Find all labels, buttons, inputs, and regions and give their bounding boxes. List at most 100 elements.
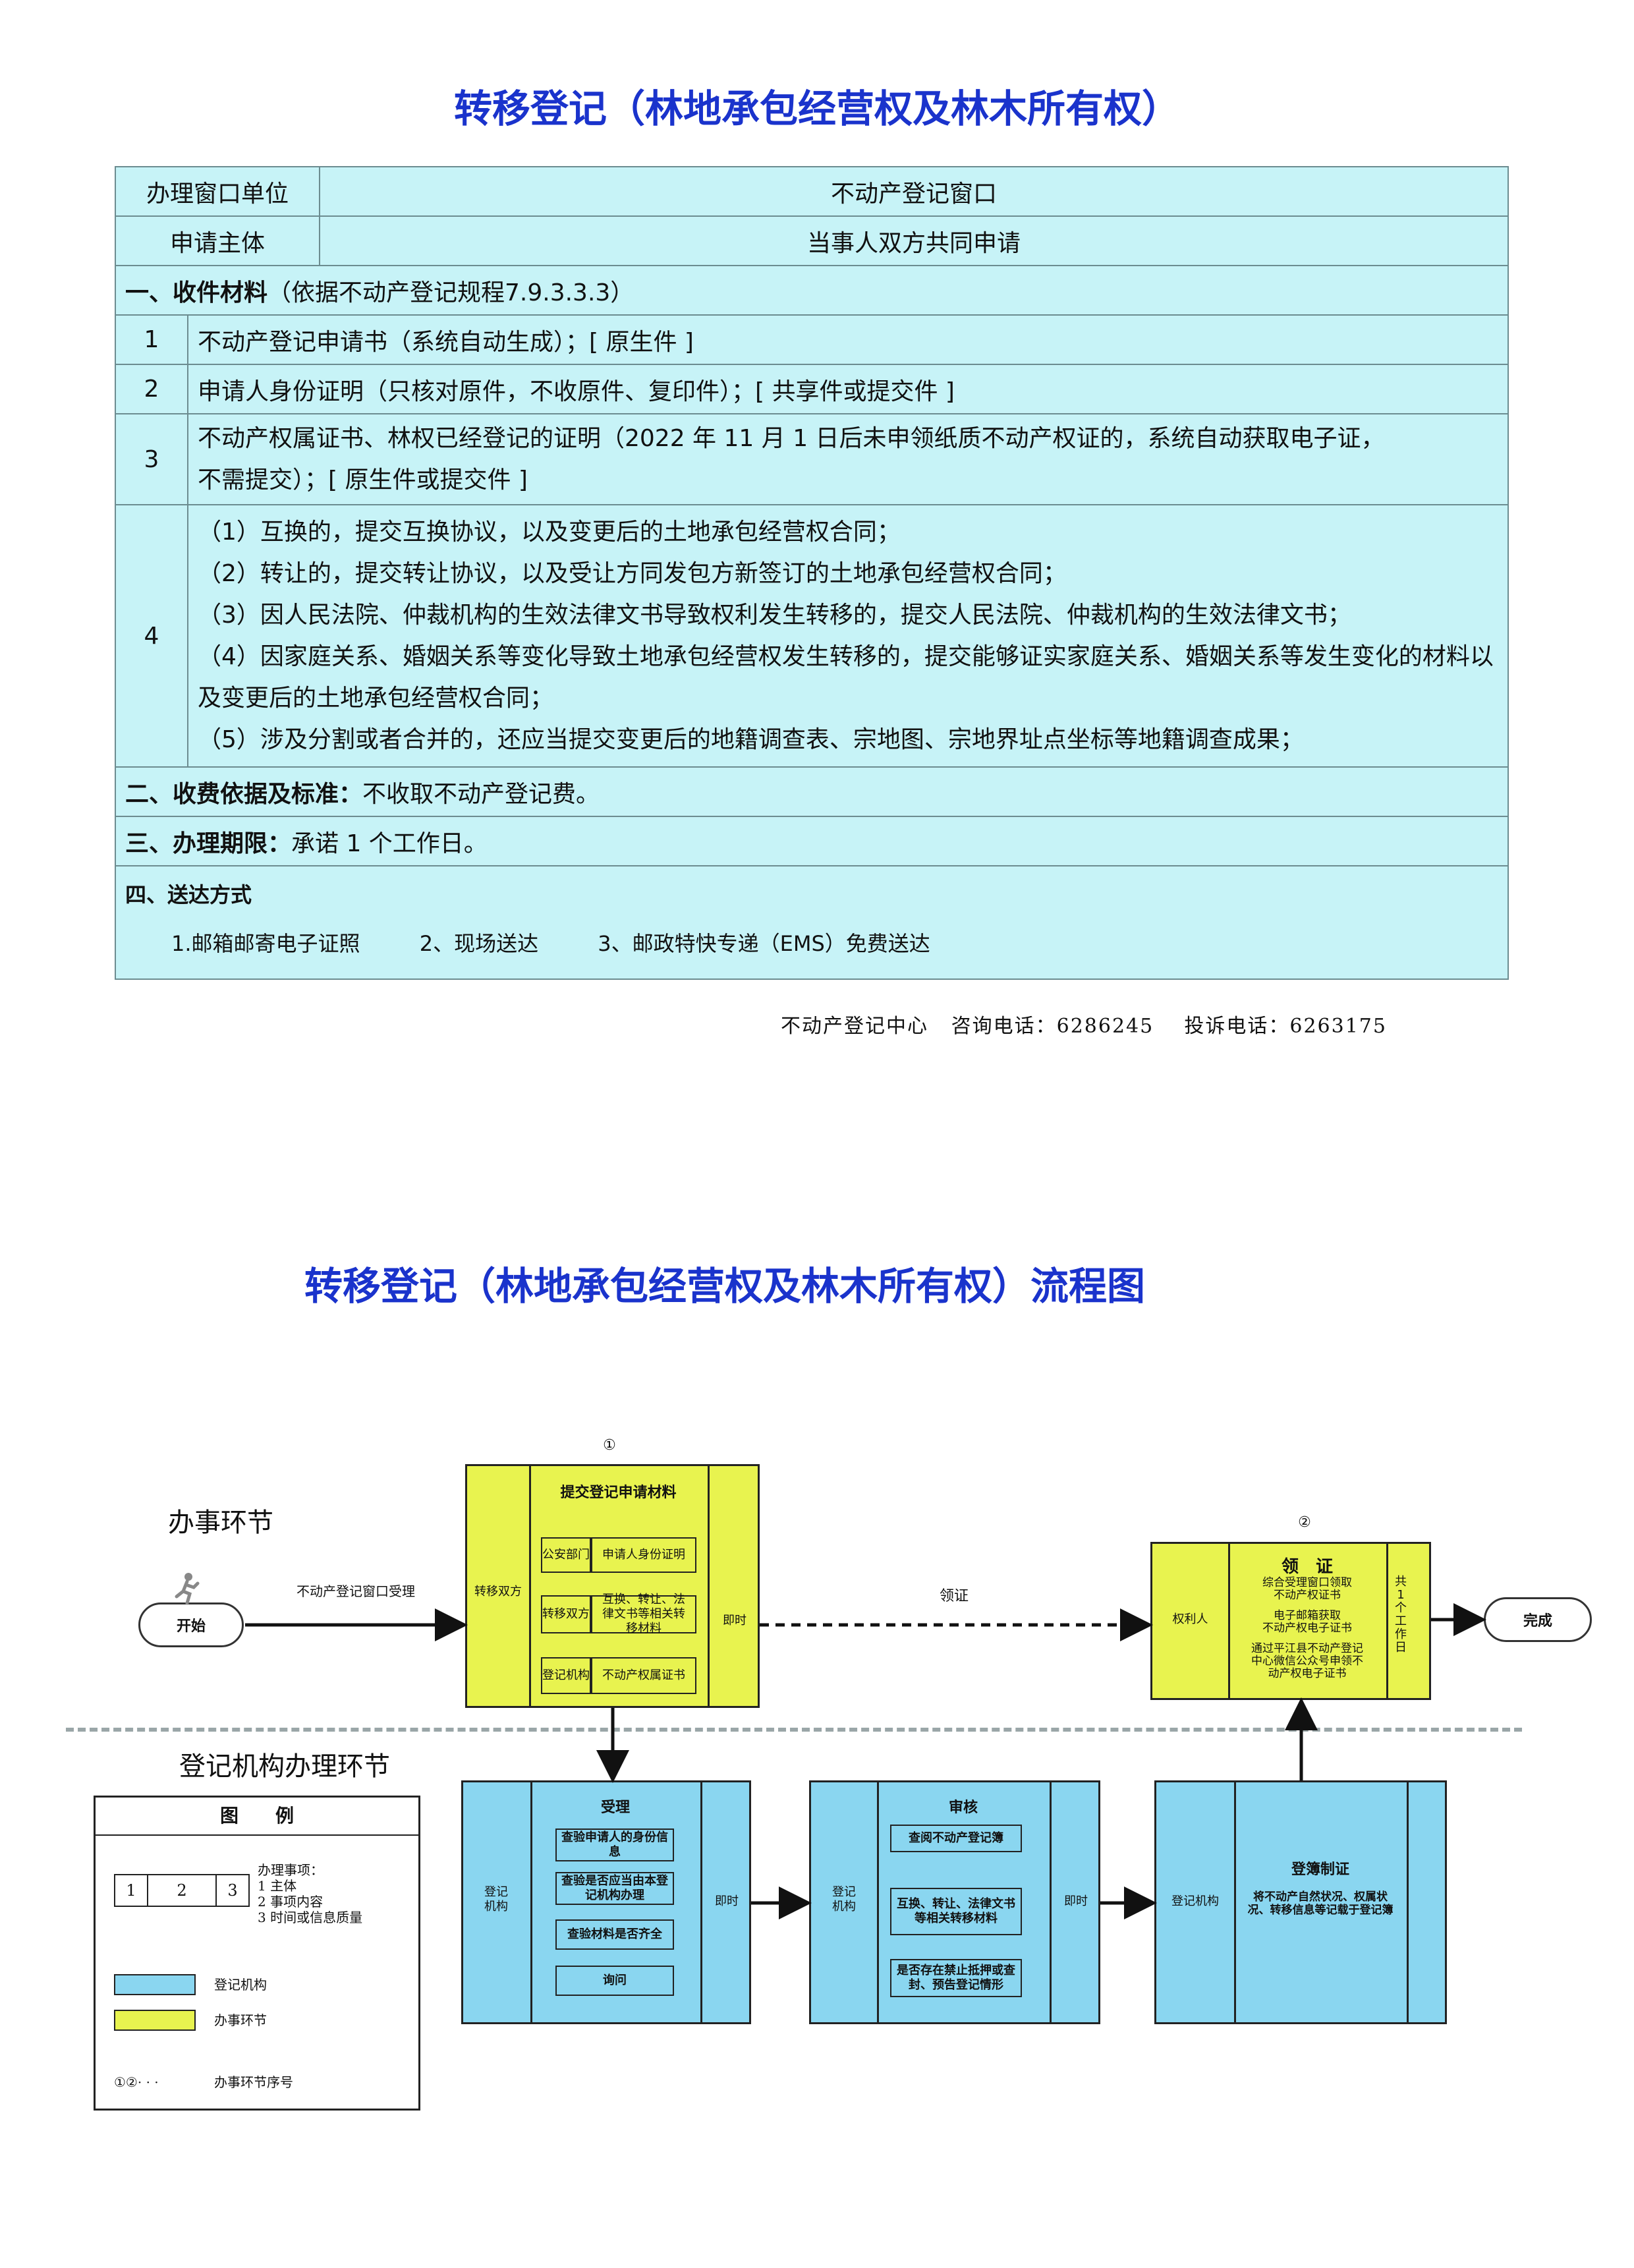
step2-number: ② — [1298, 1514, 1311, 1531]
table-row: 四、送达方式 1.邮箱邮寄电子证照 2、现场送达 3、邮政特快专递（EMS）免费… — [115, 865, 1509, 980]
review-cell: 互换、转让、法律文书等相关转移材料 — [890, 1888, 1022, 1935]
step1-box: 转移双方 即时 提交登记申请材料 公安部门 申请人身份证明 转移双方 互换、转让… — [465, 1464, 760, 1708]
delivery-option: 3、邮政特快专递（EMS）免费送达 — [598, 931, 930, 956]
table-row: 二、收费依据及标准：不收取不动产登记费。 — [115, 766, 1509, 817]
start-node: 开始 — [138, 1602, 244, 1647]
legend-swatch-yellow — [114, 2010, 196, 2031]
step2-right: 共1个工作日 — [1395, 1575, 1407, 1655]
table-row: 办理窗口单位 不动产登记窗口 — [115, 166, 1509, 217]
legend-cell: 3 — [215, 1874, 250, 1907]
accept-title: 受理 — [600, 1800, 630, 1816]
step1-cell: 互换、转让、法律文书等相关转移材料 — [591, 1593, 696, 1635]
table-row: 申请主体 当事人双方共同申请 — [115, 215, 1509, 266]
step1-number: ① — [603, 1437, 616, 1454]
record-title: 登簿制证 — [1291, 1861, 1349, 1878]
item-line: 及变更后的土地承包经营权合同； — [198, 685, 554, 712]
record-line: 将不动产自然状况、权属状 — [1253, 1890, 1388, 1904]
legend-seq-label: 办事环节序号 — [214, 2074, 293, 2090]
legend-item: 3 时间或信息质量 — [258, 1910, 363, 1925]
delivery-head: 四、送达方式 — [125, 882, 252, 907]
lane-divider — [66, 1728, 1522, 1732]
item-line: （5）涉及分割或者合并的，还应当提交变更后的地籍调查表、宗地图、宗地界址点坐标等… — [198, 726, 1304, 753]
accept-cell: 询问 — [555, 1966, 674, 1996]
legend-cell: 1 — [114, 1874, 148, 1907]
step1-left: 转移双方 — [474, 1585, 522, 1599]
step2-left: 权利人 — [1172, 1612, 1208, 1626]
lane-bottom-label: 登记机构办理环节 — [179, 1751, 390, 1782]
step1-cell: 不动产权属证书 — [591, 1657, 696, 1694]
review-cell: 是否存在禁止抵押或查封、预告登记情形 — [890, 1959, 1022, 1997]
subject-value: 当事人双方共同申请 — [319, 215, 1509, 266]
step2-text: 综合受理窗口领取 不动产权证书 电子邮箱获取 不动产权电子证书 通过平江县不动产… — [1228, 1577, 1386, 1680]
delivery-options: 1.邮箱邮寄电子证照 2、现场送达 3、邮政特快专递（EMS）免费送达 — [125, 927, 1498, 957]
step1-cell: 转移双方 — [541, 1595, 591, 1633]
item-no: 1 — [115, 314, 188, 365]
info-table: 办理窗口单位 不动产登记窗口 申请主体 当事人双方共同申请 一、收件材料（依据不… — [115, 166, 1509, 980]
item-line: （1）互换的，提交互换协议，以及变更后的土地承包经营权合同； — [198, 519, 901, 546]
subject-label: 申请主体 — [115, 215, 320, 266]
record-line: 况、转移信息等记载于登记簿 — [1247, 1904, 1394, 1917]
item-line: 不动产权属证书、林权已经登记的证明（2022 年 11 月 1 日后未申领纸质不… — [198, 425, 1385, 452]
table-row: 1 不动产登记申请书（系统自动生成）；[ 原生件 ] — [115, 314, 1509, 365]
step1-title: 提交登记申请材料 — [560, 1485, 677, 1501]
legend-item: 2 事项内容 — [258, 1894, 324, 1910]
legend-items-head: 办理事项： — [258, 1862, 324, 1878]
step2-box: 权利人 共1个工作日 领 证 综合受理窗口领取 不动产权证书 电子邮箱获取 不动… — [1150, 1542, 1431, 1700]
step2-line: 电子邮箱获取 — [1274, 1609, 1341, 1622]
accept-box: 登记机构 即时 受理 查验申请人的身份信息 查验是否应当由本登记机构办理 查验材… — [461, 1780, 751, 2024]
accept-cell: 查验是否应当由本登记机构办理 — [555, 1872, 674, 1905]
legend-blue-label: 登记机构 — [214, 1977, 267, 1993]
fee-row: 二、收费依据及标准：不收取不动产登记费。 — [115, 766, 1509, 817]
review-box: 登记机构 即时 审核 查阅不动产登记簿 互换、转让、法律文书等相关转移材料 是否… — [809, 1780, 1100, 2024]
legend-seq-symbol: ①②· · · — [114, 2074, 159, 2090]
item-text: 不动产权属证书、林权已经登记的证明（2022 年 11 月 1 日后未申领纸质不… — [187, 413, 1509, 505]
item-text: 申请人身份证明（只核对原件，不收原件、复印件）；[ 共享件或提交件 ] — [187, 364, 1509, 414]
table-row: 2 申请人身份证明（只核对原件，不收原件、复印件）；[ 共享件或提交件 ] — [115, 364, 1509, 414]
accept-left: 登记机构 — [484, 1885, 508, 1914]
item-no: 4 — [115, 504, 188, 768]
step2-line: 中心微信公众号申领不 — [1251, 1655, 1363, 1668]
step1-right: 即时 — [723, 1614, 747, 1628]
item-text: （1）互换的，提交互换协议，以及变更后的土地承包经营权合同； （2）转让的，提交… — [187, 504, 1509, 768]
step2-line: 不动产权证书 — [1274, 1589, 1341, 1602]
record-left: 登记机构 — [1171, 1894, 1219, 1908]
item-text: 不动产登记申请书（系统自动生成）；[ 原生件 ] — [187, 314, 1509, 365]
item-no: 2 — [115, 364, 188, 414]
fee-value: 不收取不动产登记费。 — [362, 780, 600, 808]
fee-head: 二、收费依据及标准： — [125, 780, 363, 808]
delivery-option: 1.邮箱邮寄电子证照 — [171, 931, 360, 956]
legend: 图 例 1 2 3 办理事项： 1 主体 2 事项内容 3 时间或信息质量 登记… — [94, 1796, 420, 2111]
step1-cell: 登记机构 — [541, 1657, 591, 1694]
step2-line: 综合受理窗口领取 — [1262, 1576, 1352, 1589]
accept-cell: 查验材料是否齐全 — [555, 1919, 674, 1950]
item-line: 不需提交）；[ 原生件或提交件 ] — [198, 467, 528, 494]
legend-yellow-label: 办事环节 — [214, 2012, 267, 2028]
step2-line: 不动产权电子证书 — [1262, 1622, 1352, 1635]
step1-cell: 公安部门 — [541, 1537, 591, 1573]
item-line: （4）因家庭关系、婚姻关系等变化导致土地承包经营权发生转移的，提交能够证实家庭关… — [198, 643, 1494, 670]
step2-line: 动产权电子证书 — [1268, 1667, 1347, 1680]
accept-cell: 查验申请人的身份信息 — [555, 1829, 674, 1861]
item-line: （2）转让的，提交转让协议，以及受让方同发包方新签订的土地承包经营权合同； — [198, 560, 1067, 587]
delivery-row: 四、送达方式 1.邮箱邮寄电子证照 2、现场送达 3、邮政特快专递（EMS）免费… — [115, 865, 1509, 980]
table-row: 三、办理期限：承诺 1 个工作日。 — [115, 816, 1509, 866]
doc-title: 转移登记（林地承包经营权及林木所有权） — [453, 86, 1180, 131]
table-row: 3 不动产权属证书、林权已经登记的证明（2022 年 11 月 1 日后未申领纸… — [115, 413, 1509, 505]
table-row: 一、收件材料（依据不动产登记规程7.9.3.3.3） — [115, 265, 1509, 316]
mid-arrow-label: 领证 — [939, 1588, 969, 1604]
table-row: 4 （1）互换的，提交互换协议，以及变更后的土地承包经营权合同； （2）转让的，… — [115, 504, 1509, 768]
review-left: 登记机构 — [832, 1885, 856, 1914]
step1-cell: 申请人身份证明 — [591, 1537, 696, 1573]
lane-top-label: 办事环节 — [168, 1508, 273, 1538]
legend-cell: 2 — [147, 1874, 217, 1907]
runner-icon — [170, 1572, 203, 1606]
legend-items: 办理事项： 1 主体 2 事项内容 3 时间或信息质量 — [258, 1862, 362, 1925]
item-no: 3 — [115, 413, 188, 505]
accept-right: 即时 — [715, 1894, 739, 1908]
review-right: 即时 — [1064, 1894, 1088, 1908]
legend-title: 图 例 — [96, 1798, 418, 1836]
materials-head: 一、收件材料 — [125, 279, 268, 306]
end-node: 完成 — [1484, 1597, 1592, 1642]
legend-item: 1 主体 — [258, 1878, 297, 1894]
